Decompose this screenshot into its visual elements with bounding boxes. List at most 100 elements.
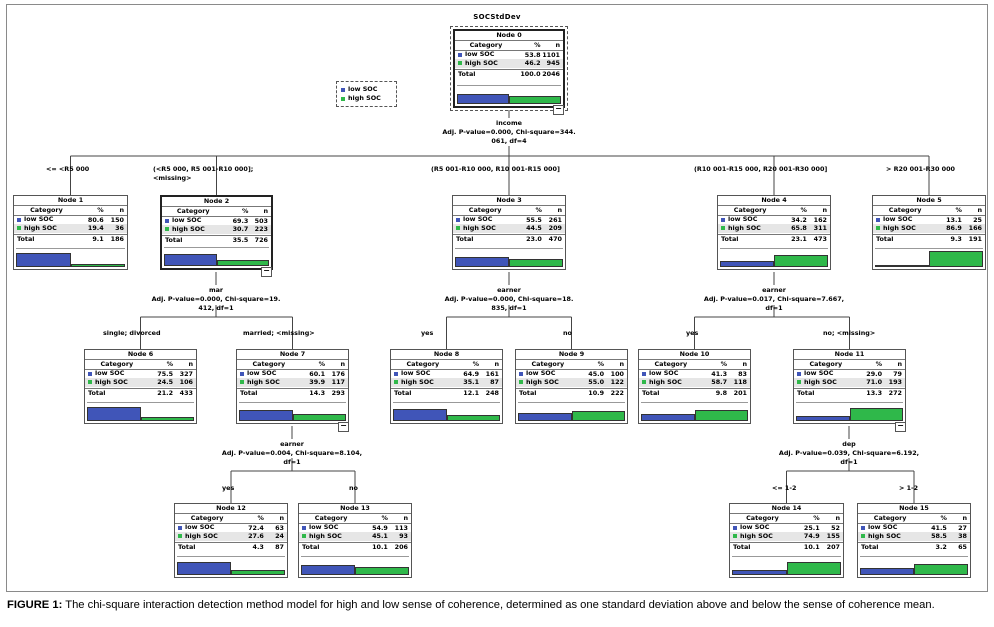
label-low: low SOC (309, 523, 339, 532)
total-label: Total (797, 388, 815, 397)
swatch-high (458, 61, 462, 66)
collapse-toggle-icon[interactable]: − (261, 267, 272, 277)
label-low: low SOC (24, 215, 54, 224)
high-pct: 58.5 (931, 532, 947, 541)
bar-low (393, 409, 447, 421)
total-n: 222 (610, 388, 624, 397)
legend-label-high: high SOC (348, 94, 381, 102)
node-title: Node 2 (162, 197, 271, 207)
col-n: n (279, 514, 284, 522)
total-label: Total (876, 234, 894, 243)
collapse-toggle-icon[interactable]: − (338, 422, 349, 432)
legend-swatch-low (341, 87, 345, 92)
col-n: n (977, 206, 982, 214)
col-category: Category (468, 206, 502, 214)
total-n: 87 (275, 542, 284, 551)
high-pct: 44.5 (526, 224, 542, 233)
swatch-high (519, 380, 523, 385)
col-pct: % (166, 360, 174, 368)
high-n: 945 (546, 59, 560, 68)
total-n: 272 (888, 388, 902, 397)
legend-label-low: low SOC (348, 85, 378, 93)
total-n: 2046 (542, 69, 560, 78)
col-n: n (619, 360, 624, 368)
swatch-low (240, 371, 244, 376)
edge-label-e10: yes (686, 329, 699, 337)
bar-high (216, 260, 269, 266)
row-label-high: high SOC (85, 378, 149, 387)
bar-low (457, 94, 509, 104)
bar-high (929, 251, 983, 267)
total-n: 207 (826, 542, 840, 551)
swatch-high (17, 226, 21, 231)
collapse-toggle-icon[interactable]: − (895, 422, 906, 432)
low-pct: 64.9 (463, 369, 480, 378)
total-n: 65 (958, 542, 967, 551)
high-pct: 55.0 (588, 378, 605, 387)
row-label-low: low SOC (718, 216, 782, 225)
col-category: Category (809, 360, 843, 368)
node-bar-chart (301, 556, 409, 575)
high-n: 155 (826, 532, 840, 541)
node-title: Node 12 (175, 504, 287, 514)
total-pct: 21.2 (157, 388, 174, 397)
bar-high (849, 408, 903, 421)
low-n: 83 (738, 369, 747, 378)
row-label-low: low SOC (299, 524, 363, 533)
high-pct: 46.2 (524, 59, 541, 68)
label-low: low SOC (649, 369, 679, 378)
low-pct: 72.4 (248, 523, 264, 532)
total-pct: 100.0 (520, 69, 541, 78)
total-label: Total (165, 235, 183, 244)
collapse-toggle-icon[interactable]: − (553, 105, 564, 115)
bar-high (446, 414, 500, 421)
total-n: 191 (968, 234, 982, 243)
low-pct: 80.6 (87, 215, 104, 224)
node-bar-chart (720, 248, 828, 267)
edge-label-e12: yes (222, 484, 235, 492)
swatch-low (302, 525, 306, 530)
label-high: high SOC (526, 378, 559, 386)
row-label-low: low SOC (858, 524, 922, 533)
total-pct: 9.8 (715, 388, 728, 397)
bar-low (641, 413, 695, 421)
swatch-high (165, 227, 169, 232)
total-label: Total (240, 388, 258, 397)
total-label: Total (642, 388, 660, 397)
high-pct: 65.8 (791, 224, 807, 233)
low-n: 150 (110, 215, 124, 224)
high-n: 36 (115, 224, 124, 233)
total-label: Total (456, 234, 474, 243)
low-n: 503 (254, 216, 268, 225)
node-header-row: Category%n (455, 41, 563, 51)
low-pct: 69.3 (232, 216, 249, 225)
bar-high (694, 410, 748, 421)
